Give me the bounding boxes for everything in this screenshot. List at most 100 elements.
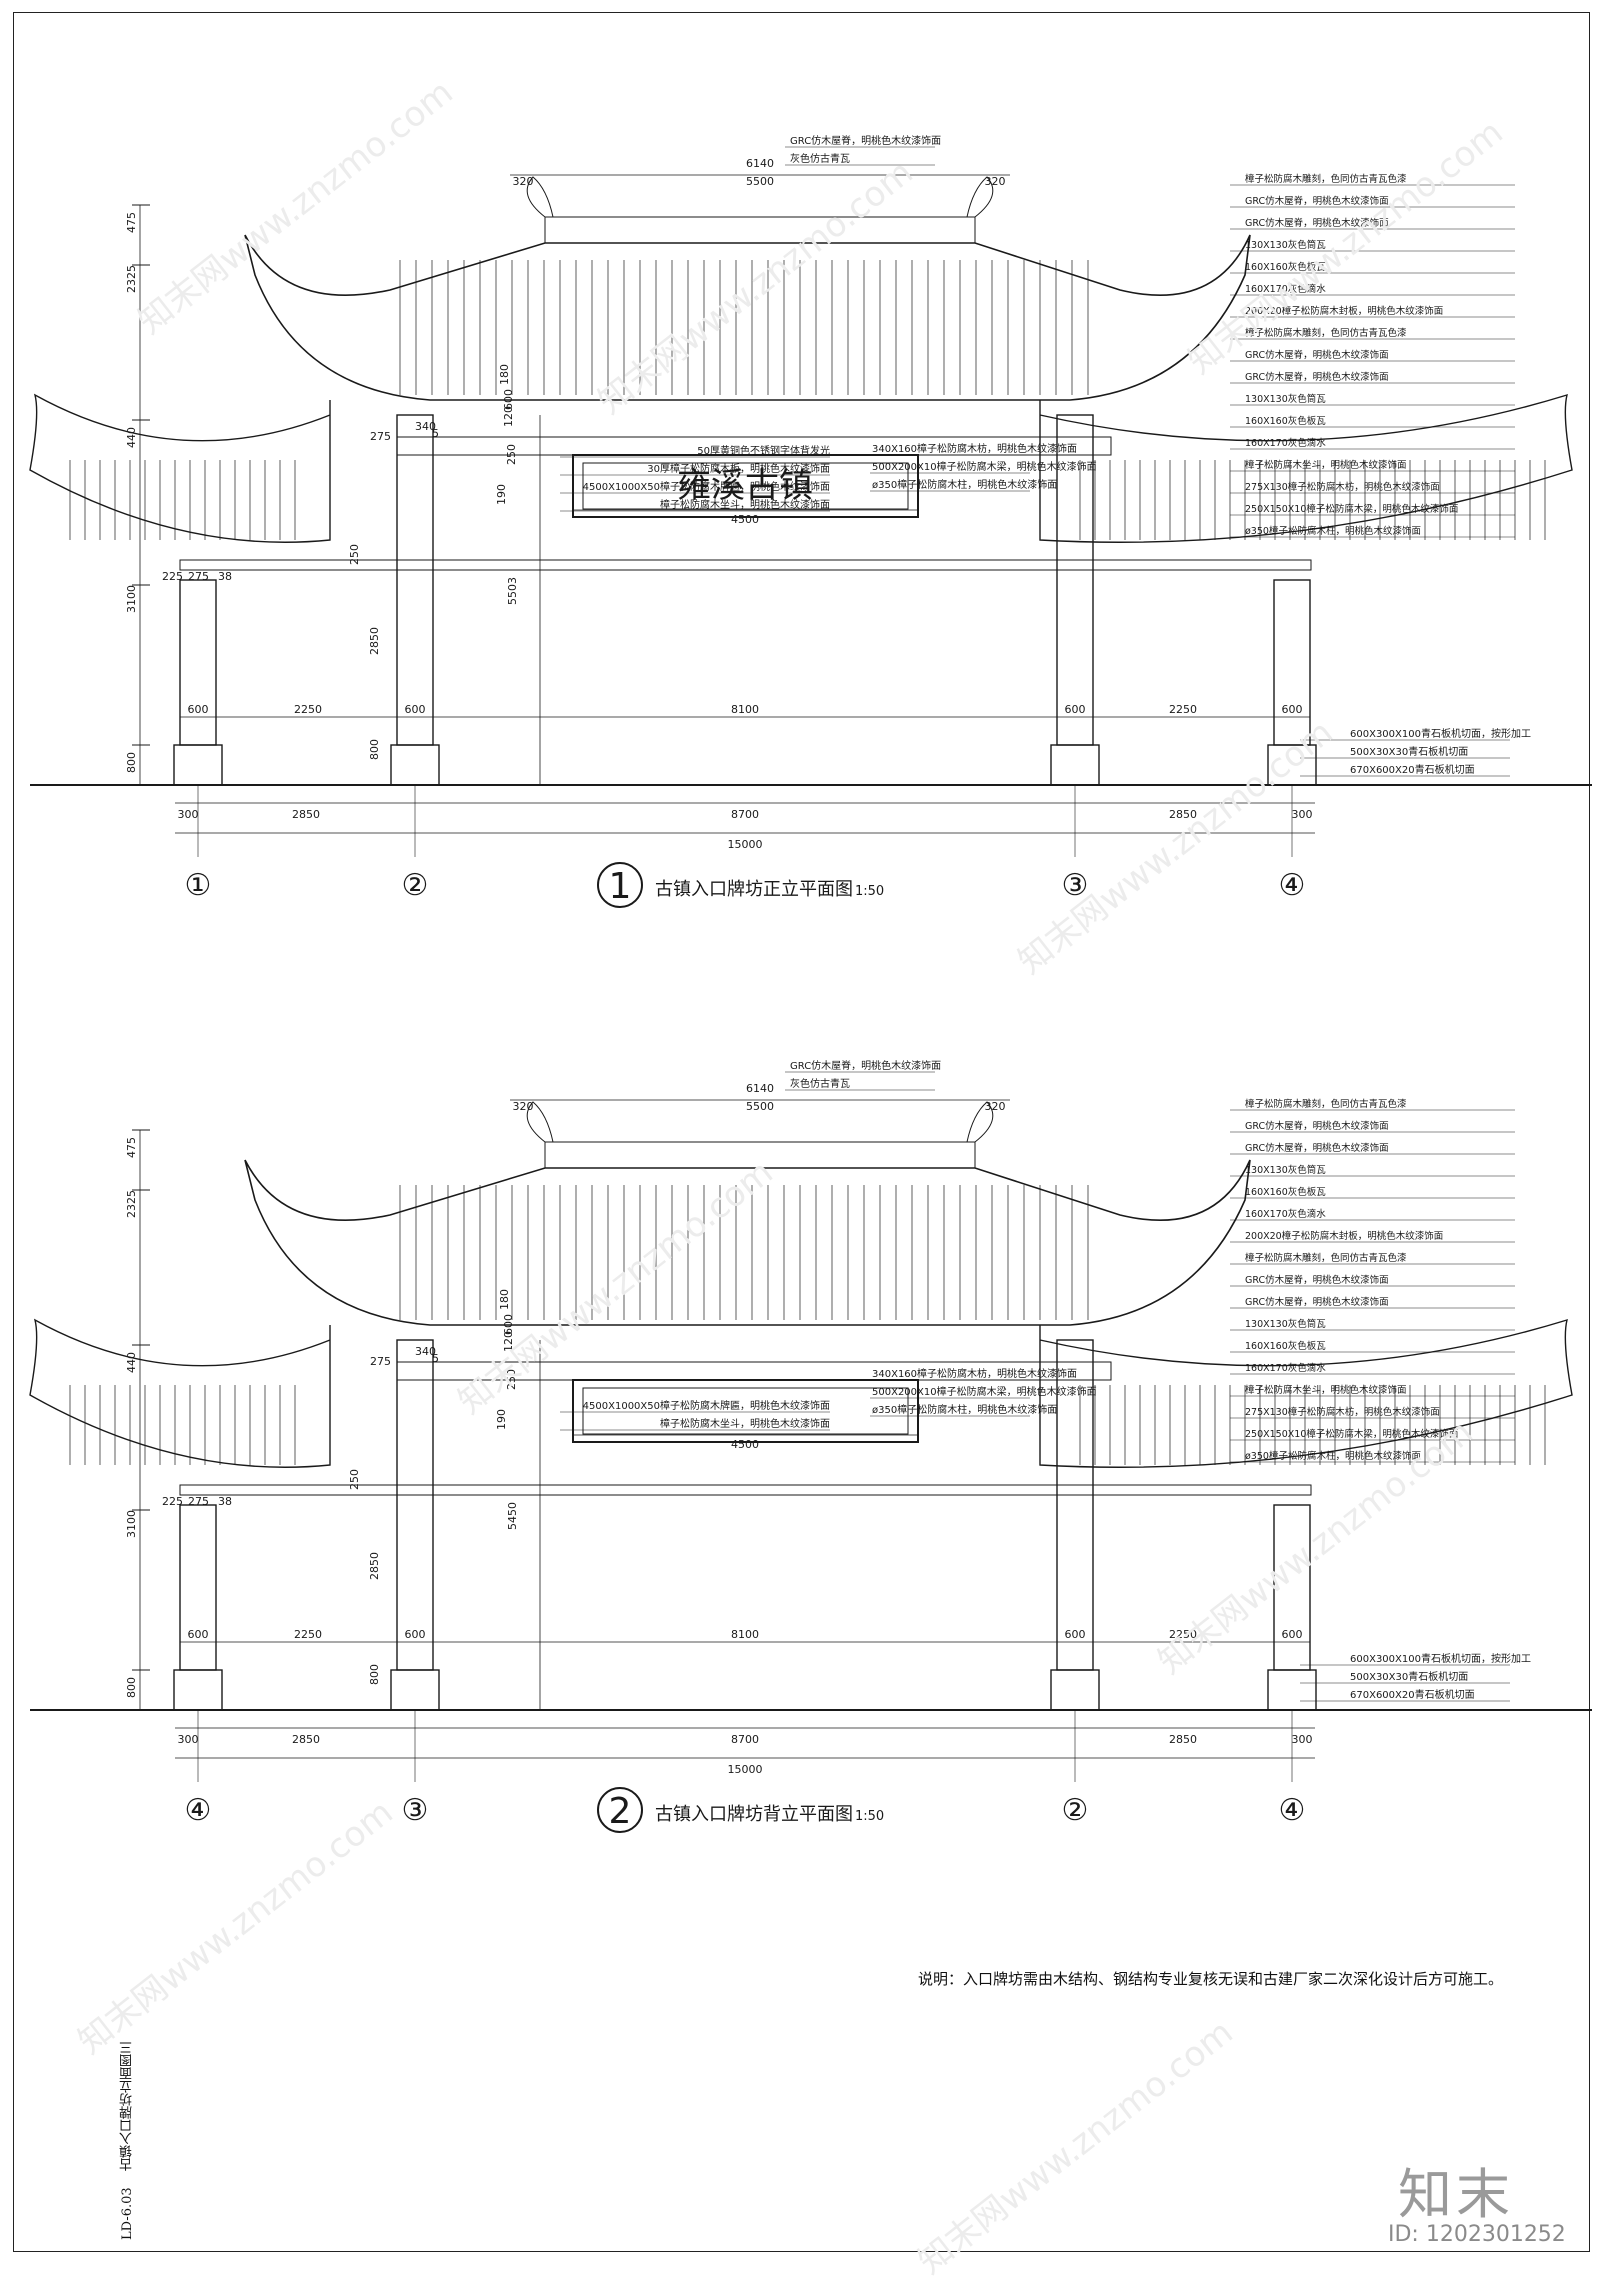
dim-label-base: 2850 — [292, 1733, 320, 1746]
column — [179, 1504, 217, 1671]
dim-label: 3100 — [125, 1510, 138, 1538]
dim-label: 3100 — [125, 585, 138, 613]
callout-center: 樟子松防腐木坐斗，明桃色木纹漆饰面 — [660, 1417, 830, 1430]
main-roof — [244, 176, 1251, 401]
main-roof-outline — [244, 1159, 1251, 1326]
dim-label-inner: 340 — [415, 420, 436, 433]
dim-label-board: 4500 — [731, 1438, 759, 1451]
signboard: 雍溪古镇 — [572, 454, 919, 518]
callout-right: 250X150X10樟子松防腐木梁，明桃色木纹漆饰面 — [1245, 503, 1458, 515]
axis-bubble: ② — [1062, 1793, 1089, 1828]
dim-label-inner: 250 — [348, 544, 361, 565]
column-base — [1050, 744, 1100, 786]
callout-right: GRC仿木屋脊，明桃色木纹漆饰面 — [1245, 1142, 1389, 1154]
dim-label-col: 2250 — [1169, 1628, 1197, 1641]
callout-mid: 500X200X10樟子松防腐木梁，明桃色木纹漆饰面 — [872, 460, 1097, 473]
callout-right: GRC仿木屋脊，明桃色木纹漆饰面 — [1245, 349, 1389, 361]
main-roof-outline — [244, 234, 1251, 401]
dim-label-col: 600 — [188, 703, 209, 716]
dim-label-col: 600 — [1282, 1628, 1303, 1641]
side-roof-left — [29, 1318, 331, 1468]
dim-label-inner: 2850 — [368, 1552, 381, 1580]
dim-label-col: 600 — [1282, 703, 1303, 716]
callout-top: 灰色仿古青瓦 — [790, 152, 850, 165]
side-roof-outline — [29, 1318, 331, 1468]
column — [1273, 579, 1311, 746]
sheet-code: LD-6.03 — [120, 2187, 135, 2240]
dim-label-small: 225 — [162, 1495, 183, 1508]
axis-bubble: ③ — [1062, 868, 1089, 903]
callout-center: 樟子松防腐木坐斗，明桃色木纹漆饰面 — [660, 498, 830, 511]
signboard-text: 雍溪古镇 — [677, 466, 813, 506]
dim-label-inner: 120 — [502, 1331, 515, 1352]
callout-base: 500X30X30青石板机切面 — [1350, 1670, 1468, 1683]
side-roof-right — [1039, 393, 1573, 543]
callout-right: 樟子松防腐木雕刻，色同仿古青瓦色漆 — [1245, 327, 1407, 339]
callout-right: ø350樟子松防腐木柱，明桃色木纹漆饰面 — [1245, 525, 1421, 537]
dim-label-base: 2850 — [1169, 1733, 1197, 1746]
callout-center: 30厚樟子松防腐木板，明桃色木纹漆饰面 — [647, 462, 830, 475]
callout-mid: 500X200X10樟子松防腐木梁，明桃色木纹漆饰面 — [872, 1385, 1097, 1398]
title-circle-number: 2 — [609, 1791, 632, 1832]
axis-bubble: ④ — [1279, 868, 1306, 903]
dim-label-inner: 250 — [348, 1469, 361, 1490]
callout-right: ø350樟子松防腐木柱，明桃色木纹漆饰面 — [1245, 1450, 1421, 1462]
dim-label-col: 600 — [405, 703, 426, 716]
signboard-inner — [582, 1387, 909, 1435]
side-roof-right — [1039, 1318, 1573, 1468]
dim-label-edge: 320 — [985, 1100, 1006, 1113]
dim-label: 2325 — [125, 265, 138, 293]
ridge — [544, 216, 976, 244]
dim-label-base: 2850 — [1169, 808, 1197, 821]
callout-right: 200X20樟子松防腐木封板，明桃色木纹漆饰面 — [1245, 1230, 1443, 1242]
side-roof-outline — [1039, 393, 1573, 543]
axis-bubble: ③ — [402, 1793, 429, 1828]
dim-label-small: 38 — [218, 570, 232, 583]
ridge-ornament-right — [966, 1101, 994, 1143]
drawing-scale: 1:50 — [855, 1809, 884, 1824]
callout-right: 160X170灰色滴水 — [1245, 1362, 1326, 1374]
lower-beam — [179, 559, 1312, 571]
drawing-title: 古镇入口牌坊正立平面图 — [655, 879, 853, 900]
dim-label-small: 275 — [188, 1495, 209, 1508]
dim-label-col: 2250 — [294, 703, 322, 716]
signboard-frame — [572, 454, 919, 518]
ridge — [544, 1141, 976, 1169]
callout-right: GRC仿木屋脊，明桃色木纹漆饰面 — [1245, 1274, 1389, 1286]
callout-right: GRC仿木屋脊，明桃色木纹漆饰面 — [1245, 195, 1389, 207]
dim-label-top-inner: 5500 — [746, 1100, 774, 1113]
dim-label-base: 2850 — [292, 808, 320, 821]
column-base — [1050, 1669, 1100, 1711]
axis-bubble: ① — [185, 868, 212, 903]
callout-right: GRC仿木屋脊，明桃色木纹漆饰面 — [1245, 1296, 1389, 1308]
callout-center: 50厚黄铜色不锈钢字体背发光 — [697, 444, 830, 457]
callout-base: 670X600X20青石板机切面 — [1350, 763, 1475, 776]
callout-top: GRC仿木屋脊，明桃色木纹漆饰面 — [790, 1059, 941, 1072]
axis-bubble: ④ — [1279, 1793, 1306, 1828]
dim-label-inner: 190 — [495, 1409, 508, 1430]
dim-label-inner: 180 — [498, 364, 511, 385]
callout-top: GRC仿木屋脊，明桃色木纹漆饰面 — [790, 134, 941, 147]
dim-label-col: 2250 — [1169, 703, 1197, 716]
callout-right: GRC仿木屋脊，明桃色木纹漆饰面 — [1245, 371, 1389, 383]
callout-right: 160X160灰色板瓦 — [1245, 261, 1326, 273]
callout-right: 樟子松防腐木雕刻，色同仿古青瓦色漆 — [1245, 1098, 1407, 1110]
side-roof-outline — [1039, 1318, 1573, 1468]
dim-label-col: 600 — [188, 1628, 209, 1641]
dim-label: 475 — [125, 1137, 138, 1158]
title-circle-number: 1 — [609, 866, 632, 907]
column-base — [1267, 1669, 1317, 1711]
dim-label-col: 8100 — [731, 703, 759, 716]
callout-right: GRC仿木屋脊，明桃色木纹漆饰面 — [1245, 217, 1389, 229]
dim-label: 440 — [125, 1352, 138, 1373]
callout-right: 160X170灰色滴水 — [1245, 283, 1326, 295]
callout-base: 670X600X20青石板机切面 — [1350, 1688, 1475, 1701]
callout-right: 200X20樟子松防腐木封板，明桃色木纹漆饰面 — [1245, 305, 1443, 317]
column — [179, 579, 217, 746]
dim-label-inner: 800 — [368, 1664, 381, 1685]
dim-label-col: 600 — [1065, 703, 1086, 716]
